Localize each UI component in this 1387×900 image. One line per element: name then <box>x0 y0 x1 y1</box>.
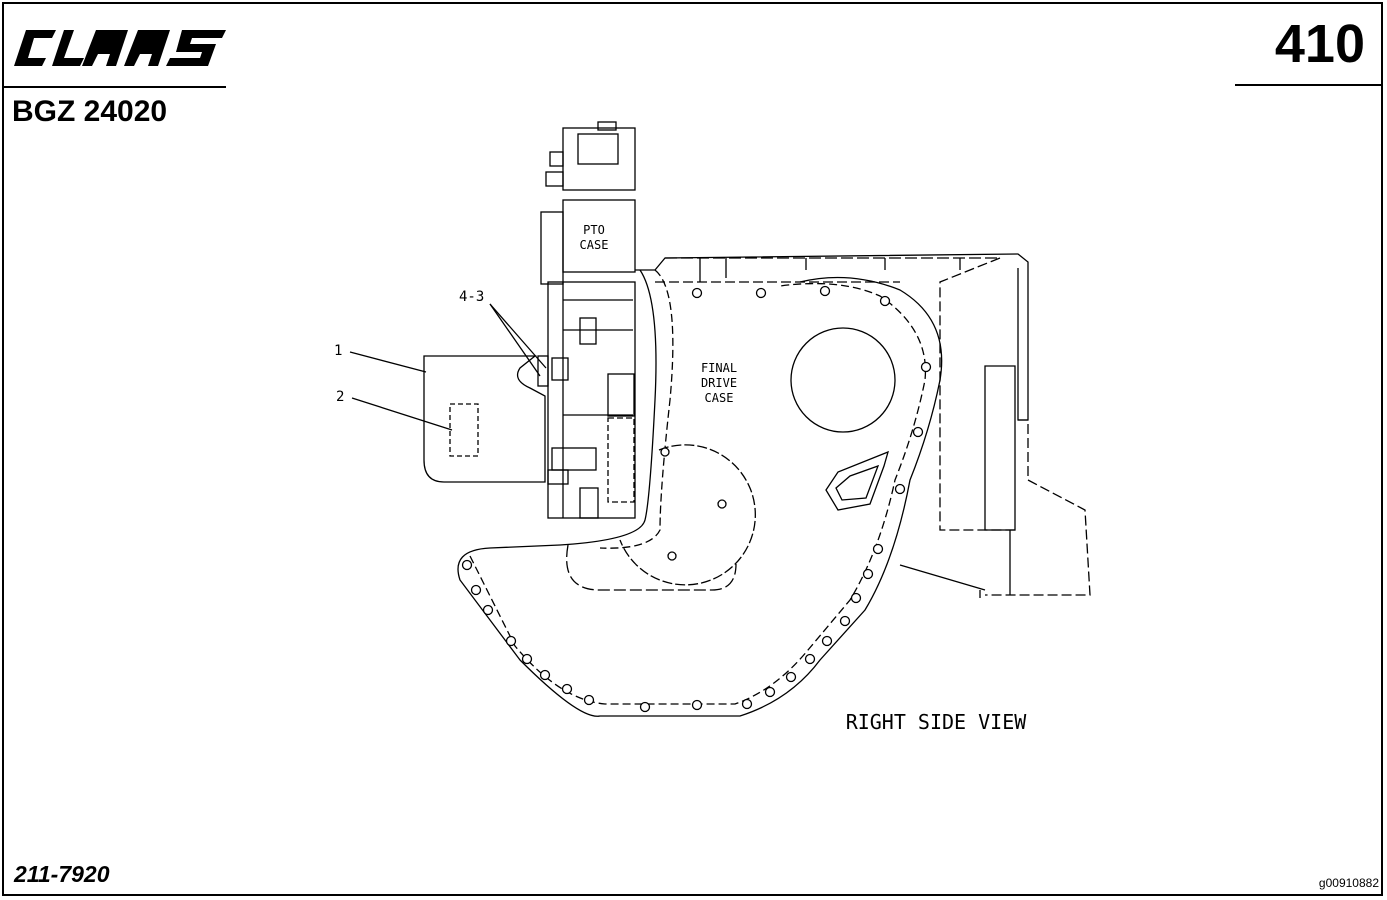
leader-2 <box>351 397 453 431</box>
pto-top-block <box>562 127 636 191</box>
logo-rule <box>4 86 226 88</box>
decal-outline <box>449 403 479 457</box>
page-number: 410 <box>1274 14 1365 74</box>
image-code: g00910882 <box>1318 876 1379 890</box>
hub-circle <box>790 327 896 433</box>
final-drive-label-line2: DRIVE <box>701 376 737 390</box>
lower-pulley <box>619 444 756 586</box>
page-number-rule <box>1235 84 1383 86</box>
callout-4-3: 4-3 <box>459 289 484 305</box>
leader-1 <box>349 351 427 373</box>
callout-2: 2 <box>336 389 344 405</box>
callout-1: 1 <box>334 343 342 359</box>
belt-guard-outline <box>457 269 943 717</box>
final-drive-label-line3: CASE <box>705 391 734 405</box>
claas-logo <box>14 30 226 66</box>
view-title: RIGHT SIDE VIEW <box>846 710 1028 734</box>
pto-case-label-line2: CASE <box>580 238 609 252</box>
mounting-plate <box>423 355 546 483</box>
final-drive-label-line1: FINAL <box>701 361 737 375</box>
bolt-holes <box>461 285 932 713</box>
document-code: BGZ 24020 <box>12 95 168 128</box>
pto-case-label-line1: PTO <box>583 223 605 237</box>
leader-4-3 <box>489 303 541 377</box>
part-number: 211-7920 <box>14 861 110 887</box>
